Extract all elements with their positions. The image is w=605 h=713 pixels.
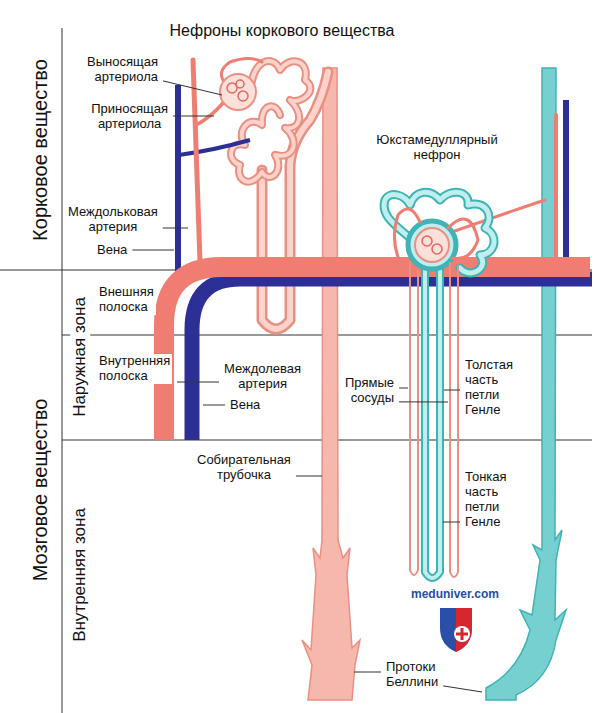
part-label: Юкстамедуллярный нефрон [374,133,499,163]
leader-line [163,81,222,95]
part-label: Внешняя полоска [97,285,156,315]
vein [175,85,181,272]
part-label: Внутренняя полоска [97,354,172,384]
vein [563,100,569,276]
juxtamedullary-nephron [425,262,440,578]
glomerulus [236,80,244,88]
part-label: Приносящая артериола [89,102,170,132]
leader-line [399,401,448,402]
artery [196,102,224,125]
juxtamedullary-nephron [425,262,440,578]
glomerulus [220,74,256,110]
part-label: Толстая часть петли Генле [463,358,515,418]
zone-divider [0,28,592,713]
vein [179,140,250,155]
part-label: Вена [228,398,262,413]
vasa-recta [450,262,458,577]
zone-divider [62,28,63,713]
leader-line [203,405,225,406]
part-label: Собирательная трубочка [195,453,293,483]
region-label: Корковое вещество [29,57,52,243]
artery [193,60,200,262]
leader-line [354,672,381,673]
juxtamedullary-nephron [394,209,420,262]
logo-shield [440,608,472,652]
vasa-recta [410,262,458,577]
artery [164,59,590,441]
leader-line [444,390,460,391]
zone-label: Внутренняя зона [70,506,90,644]
part-label: Прямые сосуды [343,376,396,406]
logo-shield [454,626,470,642]
region-label: Мозговое вещество [29,397,52,584]
part-label: Вена [95,243,129,258]
vein [192,279,592,440]
part-label: Тонкая часть петли Генле [463,470,509,530]
leader-line [399,388,408,389]
leader-line [177,382,219,383]
part-label: Междолевая артерия [222,362,303,392]
leader-line [163,228,188,229]
juxtamedullary-nephron [432,244,442,254]
leader-line [296,476,322,477]
leader-line [132,250,174,251]
logo-shield [440,608,472,652]
juxtamedullary-nephron [384,192,494,273]
leader-line [443,686,482,692]
part-label: Междольковая артерия [66,205,160,235]
juxtamedullary-nephron [448,219,478,259]
artery [554,115,558,262]
artery [164,267,590,440]
watermark: meduniver.com [409,588,501,602]
part-label: Протоки Беллини [384,660,440,690]
vasa-recta [410,262,418,575]
juxtamedullary-nephron [415,228,449,262]
glomerulus [220,74,256,110]
zone-label: Наружная зона [70,295,90,419]
part-label: Выносящая артериола [85,55,160,85]
juxtamedullary-nephron [422,236,432,246]
diagram-title: Нефроны коркового вещества [168,22,397,40]
leader-line [443,522,460,523]
glomerulus [238,91,248,101]
logo-shield [456,628,468,640]
juxtamedullary-nephron [384,192,494,273]
leader-line [173,116,214,117]
